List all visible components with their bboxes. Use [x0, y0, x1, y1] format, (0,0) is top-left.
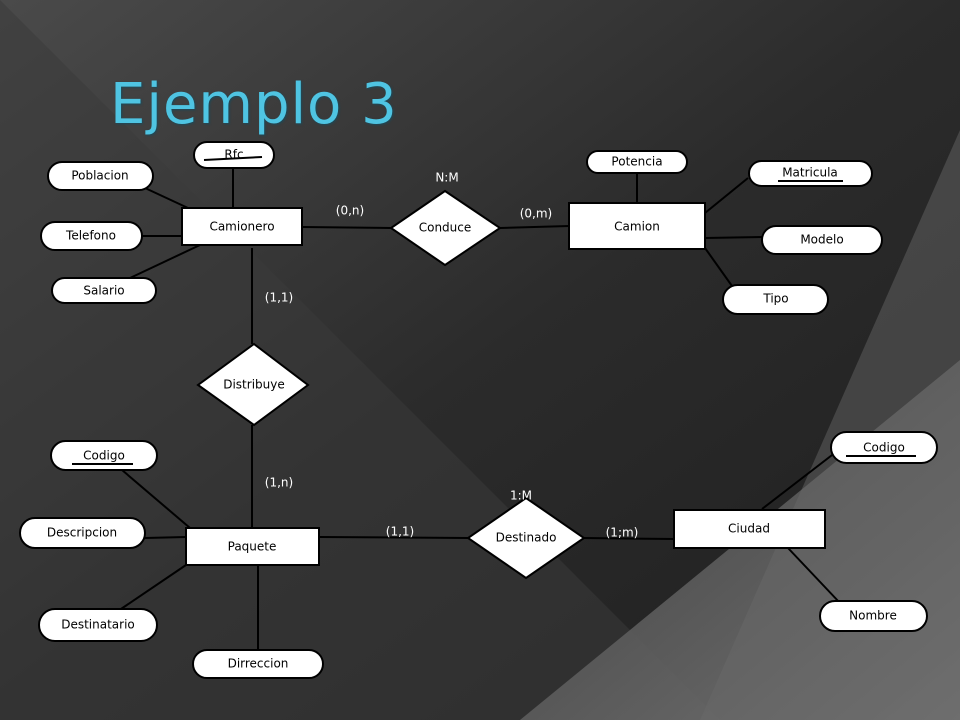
cardinality-destinado-type: 1:M — [510, 489, 532, 503]
cardinality-ciudad-destinado: (1;m) — [606, 526, 639, 540]
attribute-modelo-label: Modelo — [800, 233, 843, 247]
attribute-matricula: Matricula — [748, 160, 873, 187]
attribute-destinatario: Destinatario — [38, 608, 158, 642]
entity-paquete: Paquete — [185, 527, 320, 566]
attribute-potencia-label: Potencia — [611, 155, 662, 169]
cardinality-conduce-type: N:M — [435, 171, 458, 185]
entity-ciudad: Ciudad — [673, 509, 826, 549]
attribute-nombre-label: Nombre — [849, 609, 897, 623]
attribute-matricula-label: Matricula — [782, 166, 838, 180]
entity-camion: Camion — [568, 202, 706, 250]
attribute-poblacion: Poblacion — [47, 161, 154, 191]
entity-camionero: Camionero — [181, 207, 303, 246]
cardinality-paquete-distribuye: (1,n) — [265, 476, 293, 490]
attribute-nombre: Nombre — [819, 600, 928, 632]
cardinality-camionero-conduce: (0,n) — [336, 204, 364, 218]
connector-lines — [117, 167, 841, 650]
relationship-destinado: Destinado — [466, 496, 586, 580]
attribute-salario-label: Salario — [83, 284, 124, 298]
cardinality-camionero-distribuye: (1,1) — [265, 291, 293, 305]
attribute-modelo: Modelo — [761, 225, 883, 255]
attribute-telefono: Telefono — [40, 221, 143, 251]
relationship-conduce: Conduce — [389, 189, 502, 267]
key-underline — [203, 156, 263, 161]
attribute-poblacion-label: Poblacion — [71, 169, 128, 183]
attribute-telefono-label: Telefono — [65, 229, 116, 243]
attribute-salario: Salario — [51, 277, 157, 304]
attribute-tipo: Tipo — [722, 284, 829, 315]
cardinality-paquete-destinado: (1,1) — [386, 525, 414, 539]
attribute-codigo-paquete: Codigo — [50, 440, 158, 471]
attribute-destinatario-label: Destinatario — [61, 618, 135, 632]
attribute-codigo-ciudad: Codigo — [830, 431, 938, 464]
relationship-conduce-label: Conduce — [419, 221, 472, 235]
entity-camion-label: Camion — [614, 220, 660, 234]
entity-ciudad-label: Ciudad — [728, 522, 770, 536]
cardinality-camion-conduce: (0,m) — [520, 207, 553, 221]
attribute-rfc: Rfc — [193, 141, 275, 169]
attribute-dirreccion-label: Dirreccion — [228, 657, 289, 671]
relationship-distribuye-label: Distribuye — [223, 378, 285, 392]
relationship-distribuye: Distribuye — [196, 342, 310, 427]
slide-title: Ejemplo 3 — [110, 72, 398, 137]
attribute-potencia: Potencia — [586, 150, 688, 174]
attribute-descripcion: Descripcion — [19, 517, 146, 549]
attribute-descripcion-label: Descripcion — [47, 526, 117, 540]
attribute-tipo-label: Tipo — [762, 292, 788, 306]
attribute-codigo-paquete-label: Codigo — [83, 449, 125, 463]
attribute-codigo-ciudad-label: Codigo — [863, 441, 905, 455]
relationship-destinado-label: Destinado — [496, 531, 557, 545]
attribute-dirreccion: Dirreccion — [192, 649, 324, 679]
entity-camionero-label: Camionero — [209, 220, 274, 234]
entity-paquete-label: Paquete — [228, 540, 277, 554]
